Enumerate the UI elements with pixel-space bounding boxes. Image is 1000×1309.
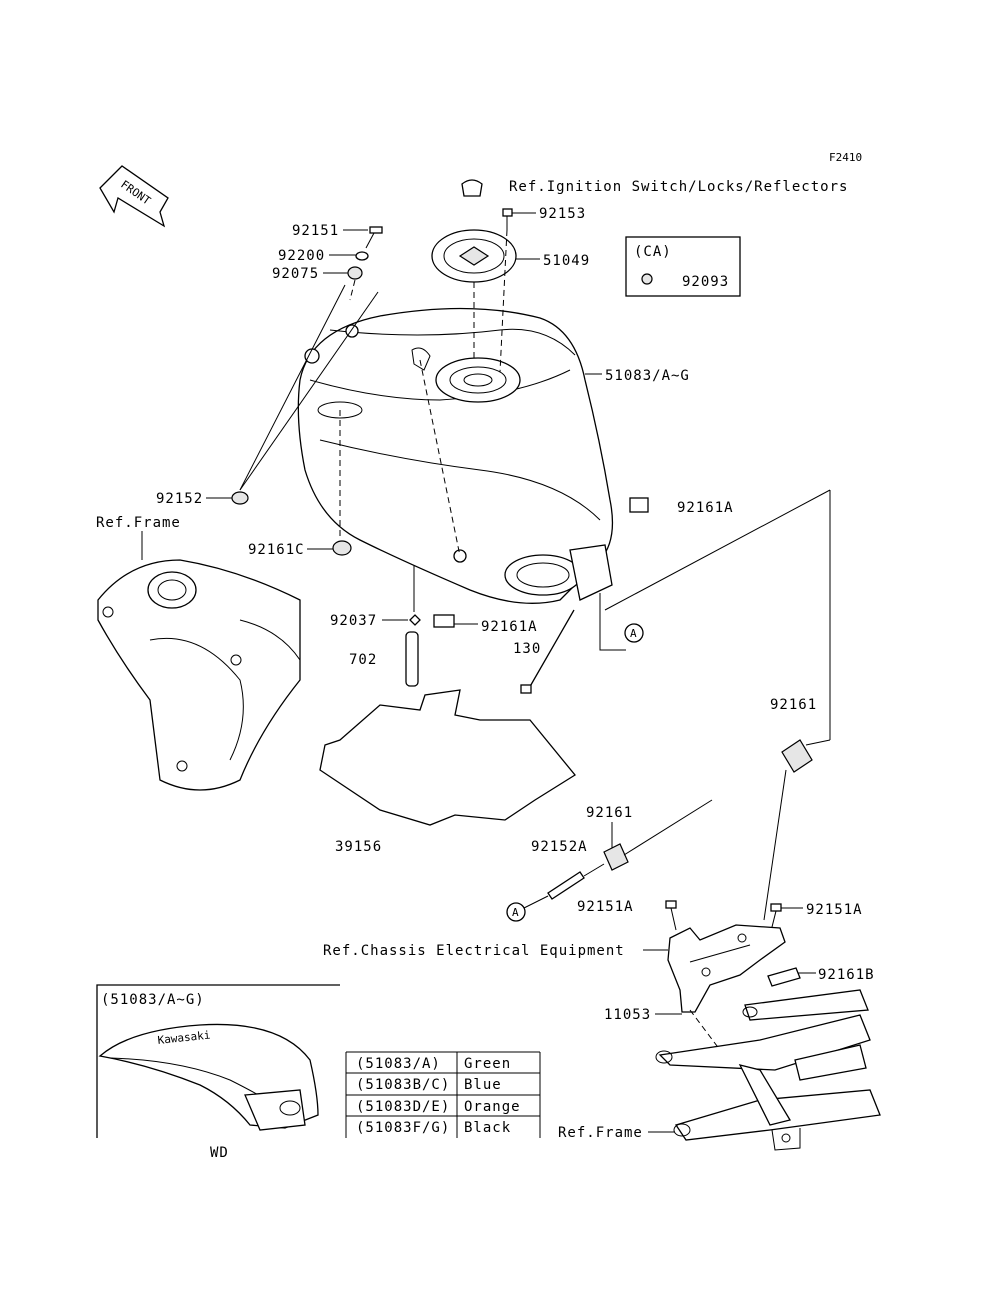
inset-tank-icon: [98, 1023, 319, 1131]
label-92075: 92075: [272, 266, 319, 282]
inset-code: WD: [210, 1145, 229, 1161]
pad-92161A-mid-icon: [433, 614, 455, 628]
collar-92152A-icon: [547, 871, 585, 900]
frame-left-icon: [97, 559, 301, 791]
label-92200: 92200: [278, 248, 325, 264]
label-92161-mid: 92161: [586, 805, 633, 821]
mat-39156-icon: [319, 689, 576, 826]
callout-a-top-icon: A: [599, 593, 644, 651]
label-92151A-left: 92151A: [577, 899, 634, 915]
label-130: 130: [513, 641, 541, 657]
ref-frame-bottom-label: Ref.Frame: [558, 1125, 643, 1141]
bolt-130-icon: [520, 609, 575, 694]
label-92037: 92037: [330, 613, 377, 629]
label-11053: 11053: [604, 1007, 651, 1023]
label-92153: 92153: [539, 206, 586, 222]
figure-code: F2410: [829, 151, 862, 164]
ignition-key-cap-icon: [461, 179, 483, 197]
ca-box-title: (CA): [634, 244, 672, 260]
grommet-92075-icon: [347, 266, 363, 280]
damper-92161-right-icon: [781, 739, 813, 773]
clip-92037-icon: [409, 614, 421, 626]
color-table-color-4: Black: [464, 1120, 511, 1136]
inset-panel: (51083/A~G) Kawasaki WD (51083/A) Green …: [96, 984, 541, 1161]
ca-box: (CA) 92093: [625, 236, 741, 297]
label-92161A-top: 92161A: [677, 500, 734, 516]
screw-92151A-left-icon: [665, 900, 677, 931]
label-92151: 92151: [292, 223, 339, 239]
label-702: 702: [349, 652, 377, 668]
color-table: (51083/A) Green (51083B/C) Blue (51083D/…: [345, 1051, 541, 1138]
color-table-part-3: (51083D/E): [356, 1099, 450, 1115]
washer-92200-icon: [355, 251, 369, 261]
callout-a-top: A: [630, 627, 637, 640]
label-92161A-mid: 92161A: [481, 619, 538, 635]
damper-92161C-icon: [332, 540, 352, 556]
label-92161B: 92161B: [818, 967, 875, 983]
front-arrow-icon: FRONT: [99, 165, 169, 228]
screw-92151-icon: [365, 226, 383, 249]
callout-a-bottom-icon: A: [506, 902, 526, 922]
color-table-color-3: Orange: [464, 1099, 521, 1115]
color-table-part-1: (51083/A): [356, 1056, 441, 1072]
grommet-92152-icon: [231, 491, 249, 505]
label-51083: 51083/A~G: [605, 368, 690, 384]
label-51049: 51049: [543, 253, 590, 269]
label-39156: 39156: [335, 839, 382, 855]
label-92151A-right: 92151A: [806, 902, 863, 918]
color-table-color-1: Green: [464, 1056, 511, 1072]
fuel-tank-51083-icon: [297, 307, 614, 604]
damper-92161-mid-icon: [603, 843, 629, 871]
ref-frame-left-label: Ref.Frame: [96, 515, 181, 531]
bracket-11053-icon: [667, 924, 786, 1013]
label-92161-right: 92161: [770, 697, 817, 713]
fuel-cap-51049-icon: [431, 229, 517, 283]
pad-92161B-icon: [767, 967, 801, 987]
bolt-92153-icon: [502, 208, 513, 230]
inset-title: (51083/A~G): [101, 992, 205, 1008]
label-92152A: 92152A: [531, 839, 588, 855]
label-92161C: 92161C: [248, 542, 305, 558]
color-table-part-4: (51083F/G): [356, 1120, 450, 1136]
callout-a-bottom: A: [512, 906, 519, 919]
frame-bottom-icon: [655, 989, 881, 1151]
label-92152: 92152: [156, 491, 203, 507]
ca-box-part: 92093: [682, 274, 729, 290]
nut-92093-icon: [641, 273, 653, 285]
ref-ignition-label: Ref.Ignition Switch/Locks/Reflectors: [509, 179, 848, 195]
inset-tank-logo: Kawasaki: [157, 1029, 211, 1047]
color-table-color-2: Blue: [464, 1077, 502, 1093]
pad-92161A-top-icon: [629, 497, 649, 513]
ref-chassis-electrical-label: Ref.Chassis Electrical Equipment: [323, 943, 625, 959]
color-table-part-2: (51083B/C): [356, 1077, 450, 1093]
hose-702-icon: [405, 631, 419, 687]
